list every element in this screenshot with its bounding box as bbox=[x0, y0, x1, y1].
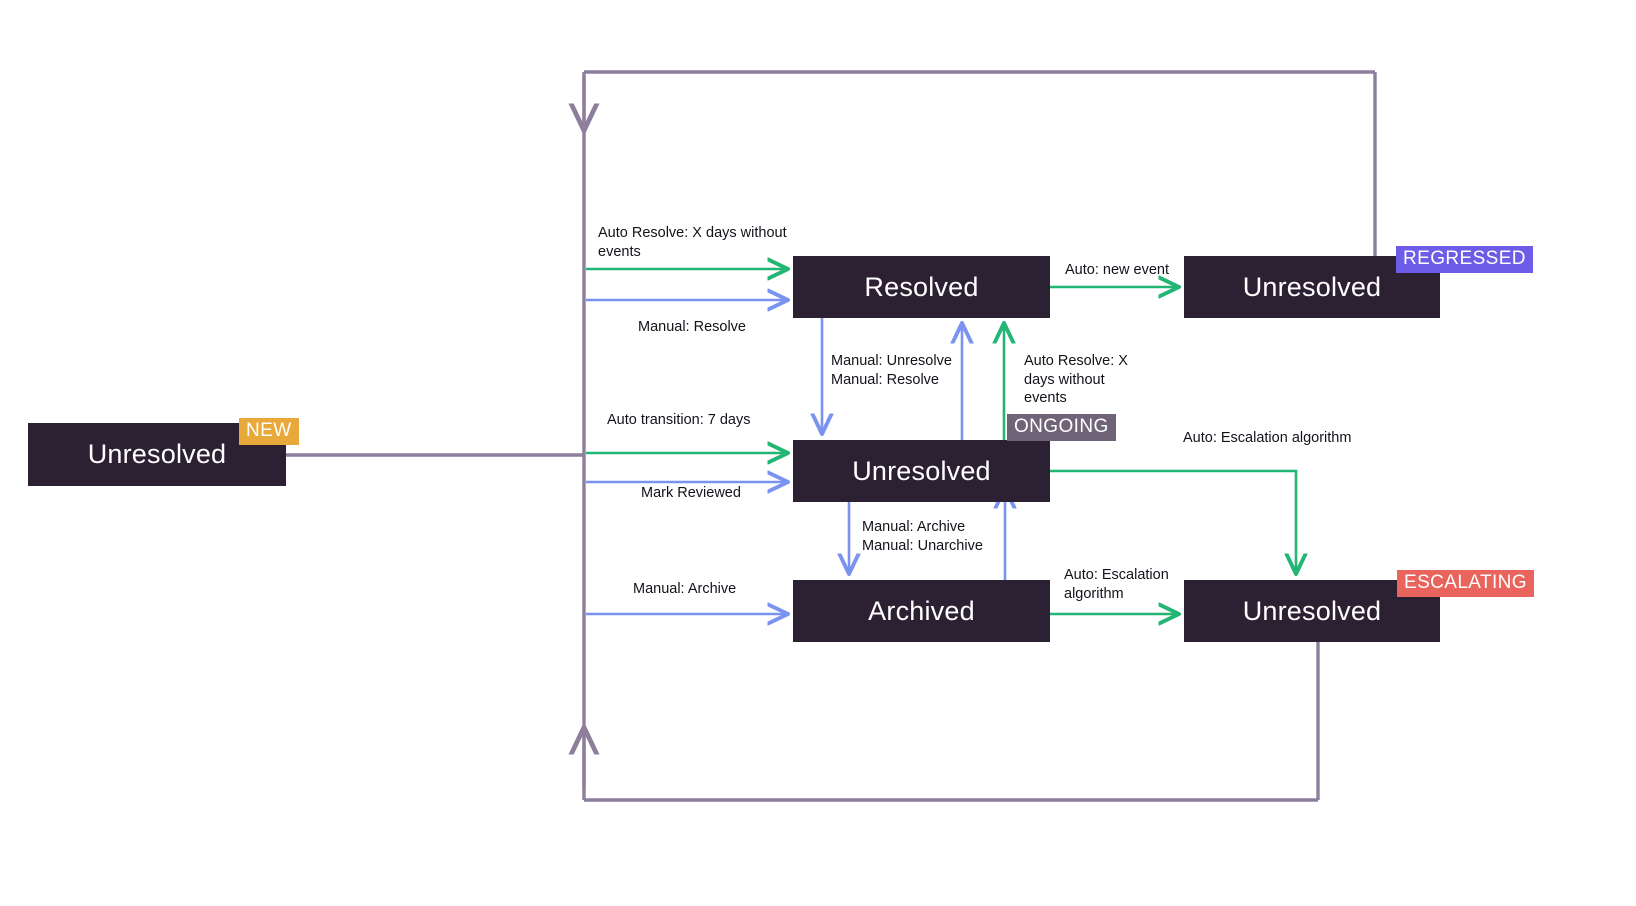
edge-label-auto-escalation-algorithm-top: Auto: Escalation algorithm bbox=[1183, 430, 1352, 446]
status-badge-escalating: ESCALATING bbox=[1397, 570, 1534, 597]
edge-label-manual-resolve-top: Manual: Resolve bbox=[638, 319, 746, 335]
status-badge-new: NEW bbox=[239, 418, 299, 445]
edge-label-auto-transition-7-days: Auto transition: 7 days bbox=[607, 412, 751, 428]
state-node-label: Archived bbox=[868, 595, 975, 626]
state-node-archived[interactable]: Archived bbox=[793, 580, 1050, 642]
state-node-label: Unresolved bbox=[852, 455, 991, 486]
edge-label-manual-unresolve-resolve: Manual: Unresolve Manual: Resolve bbox=[831, 353, 952, 388]
state-node-label: Unresolved bbox=[1242, 271, 1382, 302]
state-node-label: Unresolved bbox=[87, 439, 227, 469]
edge-label-auto-resolve-x-days-secondary: Auto Resolve: X days without events bbox=[1024, 353, 1128, 407]
edge-label-auto-new-event: Auto: new event bbox=[1065, 262, 1169, 278]
state-node-resolved[interactable]: Resolved bbox=[793, 256, 1050, 318]
auto-edge-ongoing-to-escalating bbox=[1050, 469, 1296, 572]
edge-label-manual-archive-unarchive: Manual: Archive Manual: Unarchive bbox=[862, 519, 983, 554]
edge-label-manual-archive: Manual: Archive bbox=[633, 581, 737, 597]
state-node-ongoing-unresolved[interactable]: Unresolved bbox=[793, 440, 1050, 502]
state-node-escalating-unresolved[interactable]: Unresolved bbox=[1184, 580, 1440, 642]
edge-label-auto-resolve-x-days: Auto Resolve: X days without events bbox=[598, 225, 787, 260]
status-badge-regressed: REGRESSED bbox=[1396, 246, 1533, 273]
edge-label-auto-escalation-algorithm-bottom: Auto: Escalation algorithm bbox=[1064, 567, 1169, 602]
state-node-label: Unresolved bbox=[1242, 595, 1382, 626]
state-node-label: Resolved bbox=[864, 271, 979, 302]
status-badge-ongoing: ONGOING bbox=[1007, 414, 1116, 441]
edge-label-mark-reviewed: Mark Reviewed bbox=[641, 485, 741, 501]
